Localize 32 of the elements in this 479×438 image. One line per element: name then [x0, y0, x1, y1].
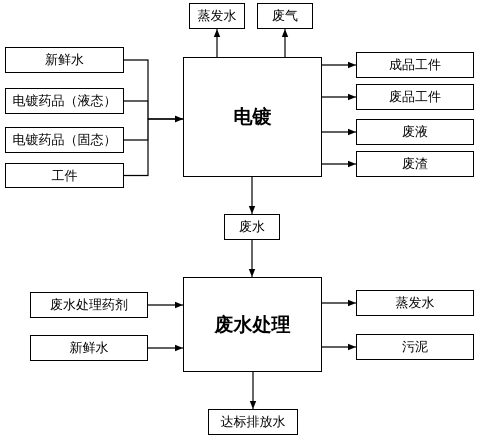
- arrow: [322, 62, 356, 68]
- flow-box: 新鲜水: [30, 335, 148, 361]
- flow-box: 废水: [224, 214, 280, 240]
- flow-box: 达标排放水: [208, 409, 298, 435]
- arrow: [214, 29, 220, 57]
- arrow: [248, 240, 256, 277]
- arrow: [148, 344, 183, 352]
- arrow: [250, 372, 256, 409]
- arrow: [322, 128, 356, 136]
- arrow: [322, 344, 356, 350]
- flow-box: 废品工件: [356, 84, 474, 110]
- flow-box: 蒸发水: [189, 3, 245, 29]
- arrow: [322, 160, 356, 168]
- arrow: [124, 116, 183, 176]
- arrow: [248, 177, 256, 214]
- flow-box: 蒸发水: [356, 290, 474, 316]
- flow-box: 工件: [5, 163, 124, 188]
- flow-box: 废气: [257, 3, 313, 29]
- flow-box: 污泥: [356, 334, 474, 360]
- arrow: [322, 300, 356, 306]
- flow-box: 新鲜水: [5, 47, 124, 73]
- flow-box: 电镀药品（固态）: [5, 127, 124, 153]
- flow-box: 废水处理药剂: [30, 292, 148, 318]
- process-box: 废水处理: [183, 277, 322, 372]
- arrow: [282, 29, 288, 57]
- flow-box: 成品工件: [356, 52, 474, 78]
- arrow: [148, 302, 183, 308]
- flow-box: 废渣: [356, 151, 474, 177]
- arrow: [322, 94, 356, 100]
- process-box: 电镀: [183, 57, 322, 177]
- flow-box: 废液: [356, 119, 474, 145]
- flow-box: 电镀药品（液态）: [5, 88, 124, 114]
